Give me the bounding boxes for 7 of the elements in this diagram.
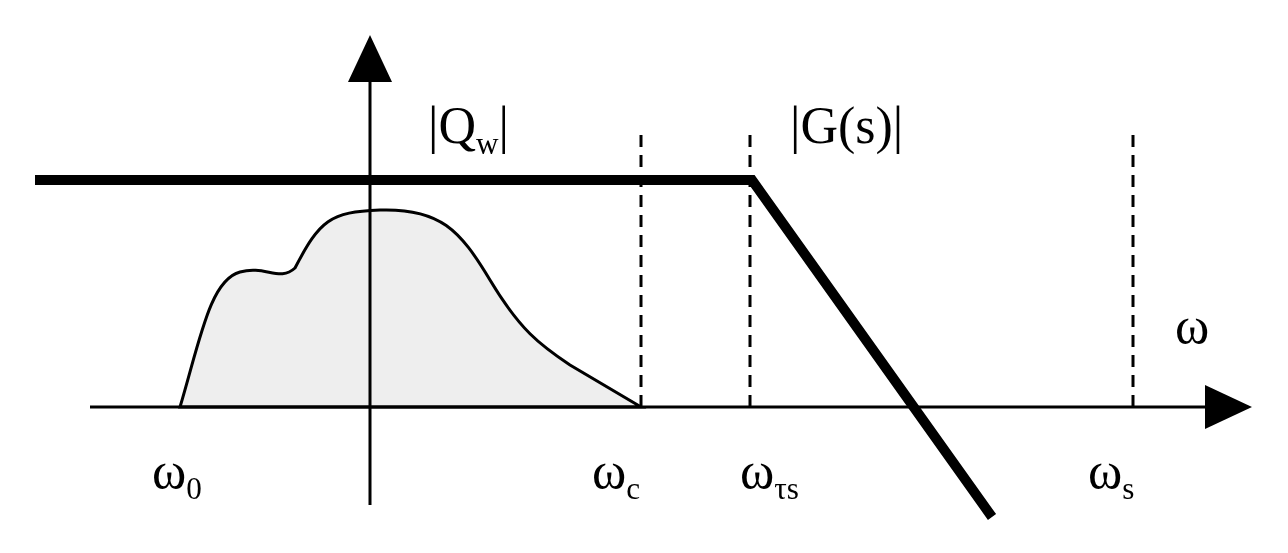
frequency-label: ω$_{τs}$ <box>740 445 799 505</box>
frequency-label: ω$_{s}$ <box>1088 445 1135 505</box>
frequency-label: ω$_{0}$ <box>152 445 202 505</box>
magnitude-label: |G(s)| <box>790 100 904 152</box>
axis-label: ω <box>1175 300 1210 352</box>
frequency-label: ω$_{c}$ <box>592 445 641 505</box>
magnitude-label: |Q$_{w}$| <box>428 100 509 160</box>
